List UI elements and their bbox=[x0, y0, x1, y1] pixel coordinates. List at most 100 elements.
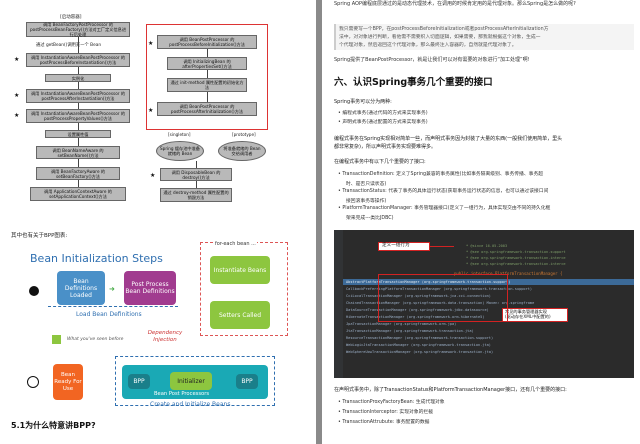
list-item-cont: 接回滚事务等操作) bbox=[346, 199, 387, 204]
flow-connector bbox=[78, 37, 79, 53]
bean-definitions-loaded-box: Bean Definitions Loaded bbox=[57, 271, 105, 305]
flow-step: 实例化 bbox=[45, 74, 111, 82]
spring-pool-oval: Spring 缓存池中准备就绪的 Bean bbox=[156, 141, 204, 161]
star-icon: ★ bbox=[148, 107, 154, 114]
bpp-box: BPP bbox=[128, 374, 150, 389]
flow-step: 调用 ApplicationContextAware 的 setApplicat… bbox=[30, 187, 126, 201]
prototype-oval: 将准备就绪的 Bean 交给调用者 bbox=[218, 141, 266, 161]
flow-step: 调用 BeanFactoryAware 的 setBeanFactory()方法 bbox=[36, 167, 120, 180]
list-item: PlatformTransactionManager: 事务管理器接口(定义了一… bbox=[338, 206, 550, 212]
caption: 其中也有关于BPP图表: bbox=[11, 233, 68, 239]
flow-step: 调用 BeanNameAware 的 setBeanName()方法 bbox=[36, 146, 120, 159]
list-item-cont: 时、是否只读状态) bbox=[346, 182, 387, 187]
flow-step: 调用 BeanFactoryPostProcessor 的 postProces… bbox=[26, 22, 130, 37]
flow-step: 调用 InstantiationAwareBeanPostProcessor 的… bbox=[26, 109, 130, 123]
flow-step: 调用 InstantiationAwareBeanPostProcessor 的… bbox=[26, 53, 130, 67]
quote-line: 我只需要写一个BPP，在postProcessBeforeInitializat… bbox=[339, 27, 549, 32]
implementation-row[interactable]: CciLocalTransactionManager (org.springfr… bbox=[346, 294, 491, 298]
paragraph: Spring事务可以分为两种: bbox=[334, 99, 392, 105]
flow-connector bbox=[207, 49, 208, 57]
list-item: TransactionStatus: 代表了事务的具体运行状态(获取事务运行状态… bbox=[338, 189, 548, 195]
setters-called-box: Setters Called bbox=[210, 301, 270, 329]
code-line: * @see org.springframework.transaction.i… bbox=[466, 256, 566, 260]
right-document-page[interactable]: Spring AOP编程底层通过的是动态代理技术，在调用的时候肯定用的是代理对象… bbox=[322, 0, 640, 444]
legend-note: What you've seen before bbox=[67, 337, 124, 342]
flow-note: 通过 getBean()调用某一个 Bean bbox=[36, 43, 102, 48]
star-icon: ★ bbox=[150, 172, 156, 179]
page-gap bbox=[316, 0, 322, 444]
legend-swatch bbox=[52, 335, 61, 344]
implementation-row[interactable]: DataSourceTransactionManager (org.spring… bbox=[346, 308, 489, 312]
flow-connector bbox=[207, 92, 208, 102]
list-item: TransactionAttrubute: 事务配置的数据 bbox=[338, 420, 429, 426]
callout-frame bbox=[378, 274, 508, 322]
instantiate-beans-box: Instantiate Beans bbox=[210, 256, 270, 284]
implementation-row[interactable]: HibernateTransactionManager (org.springf… bbox=[346, 315, 485, 319]
flow-step: 设置属性值 bbox=[45, 130, 111, 138]
prototype-label: [prototype] bbox=[232, 132, 256, 137]
arrow-icon: ➜ bbox=[109, 285, 115, 293]
flow-step: 调用 BeanPostProcessor 的 postProcessBefore… bbox=[157, 35, 257, 49]
implementation-row[interactable]: WebLogicJtaTransactionManager (org.sprin… bbox=[346, 343, 491, 347]
flow-connector bbox=[78, 67, 79, 74]
flow-step: 通过 destroy-method 属性配置的销毁方法 bbox=[160, 188, 232, 202]
ide-gutter bbox=[334, 230, 343, 378]
quote-line: 个代理对象，然后返回这个代理对象，那么最终注入容器的，自然就是代理对象了。 bbox=[339, 43, 517, 48]
initializer-box: Initializer bbox=[170, 372, 212, 390]
selected-row bbox=[343, 279, 634, 285]
post-process-bean-definitions-box: Post Process Bean Definitions bbox=[124, 271, 176, 305]
flow-connector bbox=[78, 159, 79, 167]
load-bracket bbox=[48, 306, 178, 307]
section-heading: 六、认识Spring事务几个重要的接口 bbox=[334, 77, 493, 88]
callout-line bbox=[430, 246, 454, 247]
code-line: * @see org.springframework.transaction.i… bbox=[466, 262, 566, 266]
flow-connector bbox=[78, 82, 79, 89]
flow-connector bbox=[196, 161, 197, 168]
flow-step: 调用 BeanPostProcessor 的 postProcessAfterI… bbox=[157, 102, 257, 116]
list-item-cont: 架来完成---类比JDBC) bbox=[346, 216, 394, 221]
implementation-row[interactable]: AbstractPlatformTransactionManager (org.… bbox=[346, 280, 511, 284]
flow-connector bbox=[78, 138, 79, 146]
implementation-row[interactable]: JtaTransactionManager (org.springframewo… bbox=[346, 329, 474, 333]
implementation-row[interactable]: ChainedTransactionManager (org.springfra… bbox=[346, 301, 535, 305]
flow-connector bbox=[78, 103, 79, 109]
create-label: Create and Initialize Beans bbox=[150, 401, 231, 408]
callout-box: 常见的事务管理器实现 (驱动存在XML中配置的) bbox=[502, 308, 568, 322]
implementation-row[interactable]: JpaTransactionManager (org.springframewo… bbox=[346, 322, 457, 326]
flow-connector bbox=[78, 180, 79, 187]
create-frame bbox=[115, 356, 275, 406]
quote-block bbox=[334, 24, 634, 50]
implementation-row[interactable]: CallbackPreferringPlatformTransactionMan… bbox=[346, 287, 533, 291]
flow-step: 调用 InitializingBean 的 afterPropertiesSet… bbox=[167, 57, 247, 70]
section-heading: 5.1为什么特意讲BPP? bbox=[11, 421, 96, 430]
star-icon: ★ bbox=[14, 56, 20, 63]
paragraph: 在声明式事务中，除了TransactionStatus和PlatformTran… bbox=[334, 387, 567, 393]
list-item: TransactionInterceptor: 实现对象的拦截 bbox=[338, 410, 433, 416]
flow-connector bbox=[78, 123, 79, 130]
paragraph: 在编程式事务中有以下几个重要的了接口: bbox=[334, 159, 426, 165]
bpp-box: BPP bbox=[236, 374, 258, 389]
star-icon: ★ bbox=[14, 92, 20, 99]
flow-start-label: [启动容器] bbox=[60, 15, 82, 20]
code-line: public interface PlatformTransactionMana… bbox=[454, 271, 563, 276]
bpp-label: Bean Post Processors bbox=[154, 391, 210, 397]
flow-step: 通过 init-method 属性配置的初始化方法 bbox=[167, 78, 247, 92]
code-line: * @see org.springframework.transaction.s… bbox=[466, 250, 566, 254]
quote-line: 法中，对对象进行判断，看他需不需要织入切面逻辑，如果需要，那我就根据这个对象，生… bbox=[339, 35, 541, 40]
intro-paragraph: Spring AOP编程底层通过的是动态代理技术，在调用的时候肯定用的是代理对象… bbox=[334, 1, 576, 7]
star-icon: ★ bbox=[14, 112, 20, 119]
load-label: Load Bean Definitions bbox=[76, 311, 142, 318]
list-item: TransactionProxyFactoryBean: 生成代理对象 bbox=[338, 400, 444, 406]
implementation-row[interactable]: WebSphereUowTransactionManager (org.spri… bbox=[346, 350, 494, 354]
start-dot-icon bbox=[29, 286, 39, 296]
flow-step: 调用 DisposableBean 的 destroy()方法 bbox=[160, 168, 232, 181]
for-each-label: for-each bean ... bbox=[214, 241, 257, 247]
bean-ready-box: Bean Ready For Use bbox=[53, 364, 83, 400]
left-document-page[interactable]: [启动容器] 调用 BeanFactoryPostProcessor 的 pos… bbox=[0, 0, 316, 444]
flow-connector bbox=[207, 70, 208, 78]
callout-box: 定义一组行为 bbox=[378, 242, 430, 251]
flow-connector bbox=[196, 181, 197, 188]
star-icon: ★ bbox=[148, 40, 154, 47]
implementation-row[interactable]: ResourceTransactionManager (org.springfr… bbox=[346, 336, 494, 340]
dependency-label: Dependency Injection bbox=[147, 330, 183, 343]
